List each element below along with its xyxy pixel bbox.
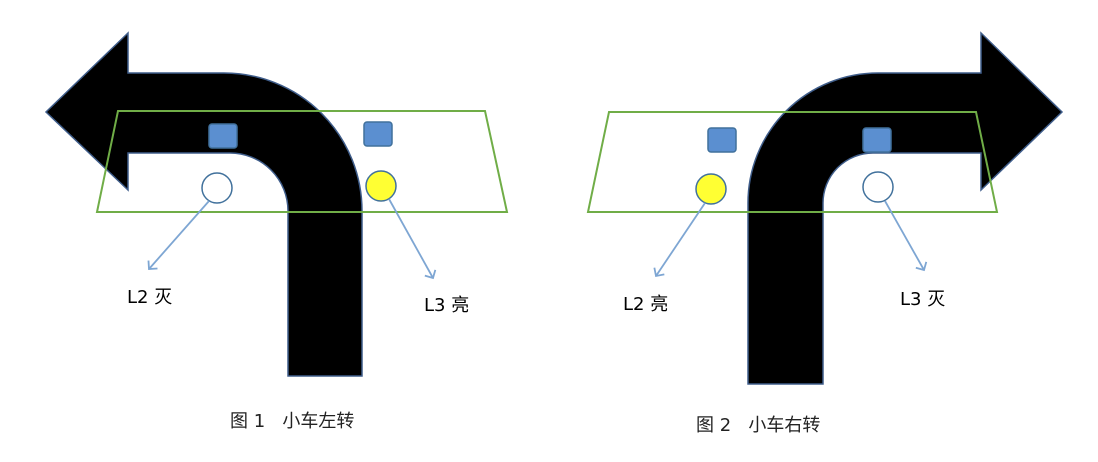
- l3-led-off: [862, 171, 894, 203]
- l3-pointer-arrow: [388, 198, 437, 280]
- figure1-left-turn: [44, 31, 509, 377]
- l2-pointer-arrow: [147, 200, 210, 270]
- left-sensor-square: [707, 127, 737, 153]
- l2-status-label: L2 灭: [127, 287, 173, 308]
- right-sensor-square: [862, 127, 892, 153]
- left-turn-arrow-icon: [44, 31, 363, 377]
- right-turn-arrow-icon: [747, 31, 1064, 385]
- l2-pointer-arrow: [653, 202, 706, 278]
- l2-led-off: [201, 172, 233, 204]
- l3-status-label: L3 亮: [424, 295, 470, 316]
- l3-status-label: L3 灭: [900, 289, 946, 310]
- car-outline: [586, 111, 999, 213]
- l3-led-on: [365, 170, 397, 202]
- figure2-caption: 图 2 小车右转: [696, 415, 821, 436]
- figure2-right-turn: [586, 31, 1064, 385]
- l3-pointer-arrow: [884, 200, 928, 272]
- figure1-caption: 图 1 小车左转: [230, 411, 355, 432]
- car-outline: [95, 110, 509, 213]
- right-sensor-square: [363, 121, 393, 147]
- l2-status-label: L2 亮: [623, 294, 669, 315]
- left-sensor-square: [208, 123, 238, 149]
- l2-led-on: [695, 173, 727, 205]
